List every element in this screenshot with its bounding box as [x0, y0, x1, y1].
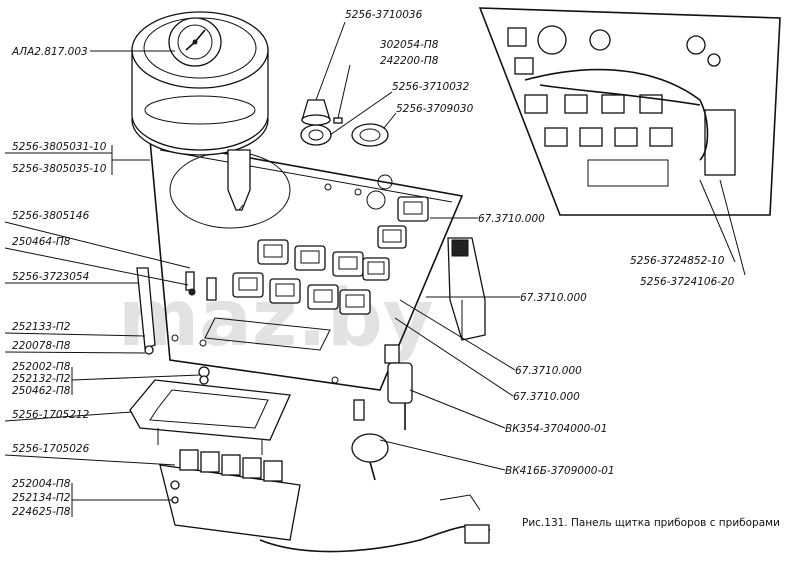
- switch: [269, 278, 301, 304]
- label-5256-3805031-10: 5256-3805031-10: [12, 141, 107, 153]
- label-250462-p8: 250462-П8: [12, 385, 71, 397]
- label-vk416: ВК416Б-3709000-01: [505, 465, 615, 477]
- label-67-3710-000-b: 67.3710.000: [520, 292, 587, 304]
- switch: [397, 196, 429, 222]
- label-5256-3805035-10: 5256-3805035-10: [12, 163, 107, 175]
- inset-wiring-panel: [478, 7, 781, 216]
- wire-harness: [259, 494, 491, 553]
- label-5256-1705026: 5256-1705026: [12, 443, 90, 455]
- switch-group-panel: [232, 196, 429, 315]
- label-252002-p8: 252002-П8: [12, 361, 71, 373]
- label-220078-p8: 220078-П8: [12, 340, 71, 352]
- rocker-switch: [447, 237, 486, 341]
- label-252132-p2: 252132-П2: [12, 373, 71, 385]
- side-bracket: [136, 267, 156, 355]
- knob-parts: [300, 99, 389, 147]
- switch: [257, 239, 289, 265]
- switch: [377, 225, 407, 249]
- label-252134-p2: 252134-П2: [12, 492, 71, 504]
- switch: [332, 251, 364, 277]
- label-224625-p8: 224625-П8: [12, 506, 71, 518]
- label-5256-3710036: 5256-3710036: [345, 9, 423, 21]
- label-5256-3805146: 5256-3805146: [12, 210, 90, 222]
- label-302054-p8: 302054-П8: [380, 39, 439, 51]
- instrument-panel-plate: [149, 139, 464, 391]
- gear-indicator-frame: [129, 379, 291, 455]
- switch: [339, 289, 371, 315]
- label-5256-3709030: 5256-3709030: [396, 103, 474, 115]
- label-252004-p8: 252004-П8: [12, 478, 71, 490]
- label-67-3710-000-a: 67.3710.000: [478, 213, 545, 225]
- label-5256-3723054: 5256-3723054: [12, 271, 89, 283]
- label-ala: АЛА2.817.003: [11, 46, 88, 58]
- label-5256-3724106-20: 5256-3724106-20: [640, 276, 735, 288]
- label-67-3710-000-c: 67.3710.000: [515, 365, 582, 377]
- sensor-vk416: [351, 399, 389, 481]
- bolts: [185, 271, 217, 385]
- panel-hole: [377, 174, 393, 190]
- label-242200-p8: 242200-П8: [380, 55, 439, 67]
- label-5256-1705212: 5256-1705212: [12, 409, 90, 421]
- label-250464-p8: 250464-П8: [12, 236, 71, 248]
- relay-block: [159, 449, 301, 541]
- switch: [307, 284, 339, 310]
- figure-caption: Рис.131. Панель щитка приборов с прибора…: [522, 517, 780, 529]
- switch: [362, 257, 390, 281]
- label-67-3710-000-d: 67.3710.000: [513, 391, 580, 403]
- panel-slot: [204, 317, 331, 351]
- label-5256-3710032: 5256-3710032: [392, 81, 470, 93]
- switch: [294, 245, 326, 271]
- sensor-vk354: [384, 344, 413, 430]
- clock-gauge: [131, 11, 269, 211]
- label-vk354: ВК354-3704000-01: [505, 423, 607, 435]
- label-252133-p2: 252133-П2: [12, 321, 71, 333]
- switch: [232, 272, 264, 298]
- leader-lines: [4, 21, 746, 517]
- label-5256-3724852-10: 5256-3724852-10: [630, 255, 725, 267]
